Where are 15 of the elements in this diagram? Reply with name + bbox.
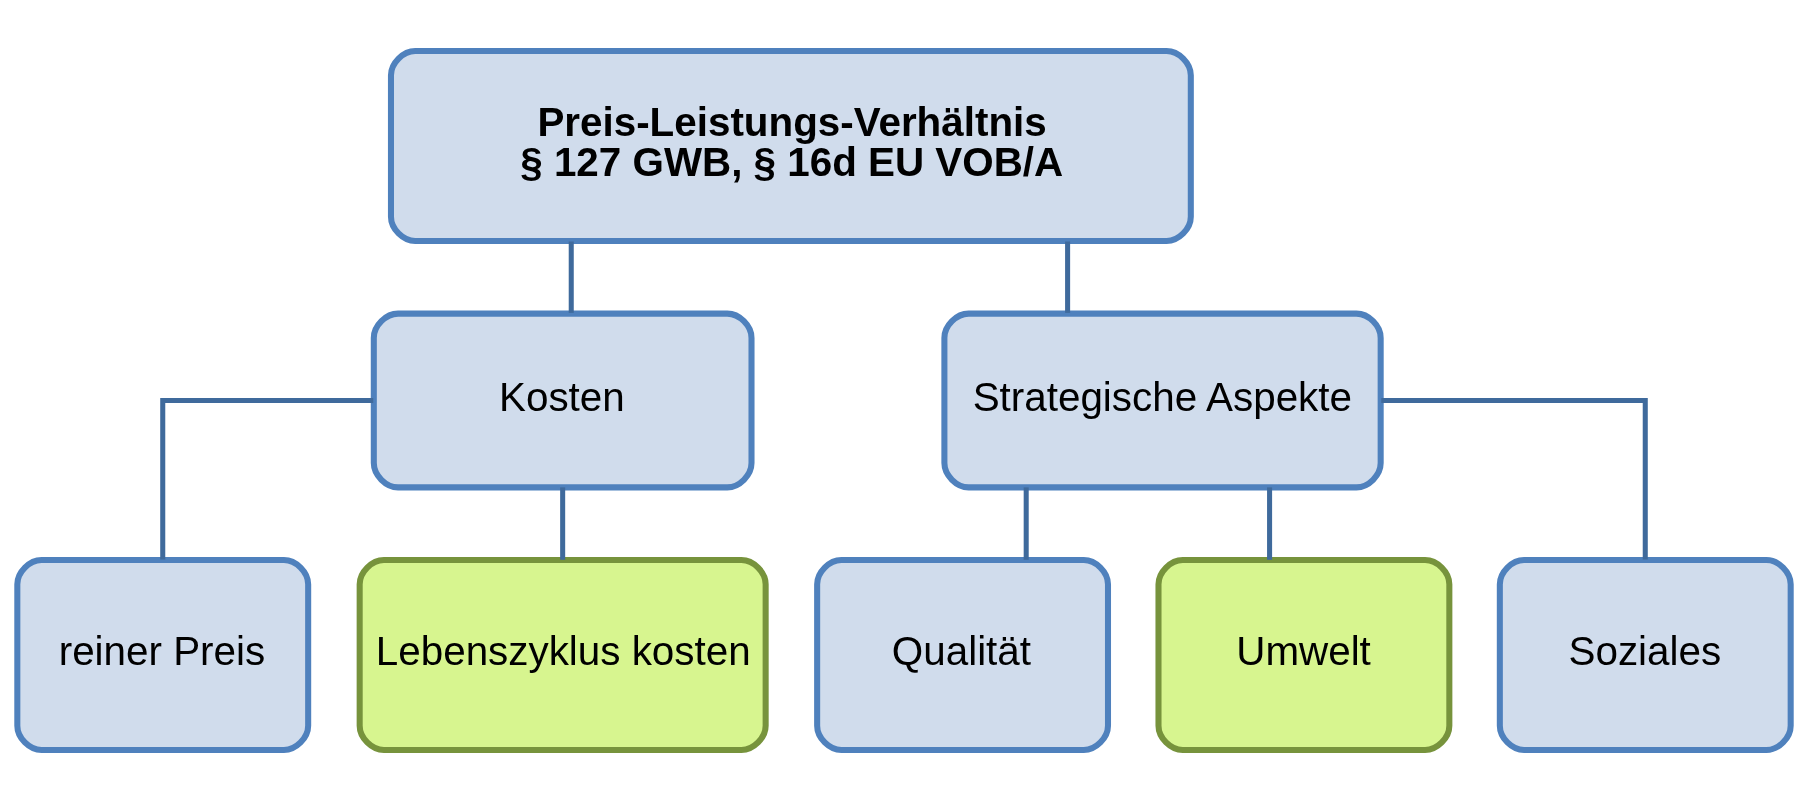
- node-box: Lebenszyklus kosten: [356, 556, 769, 753]
- node-box: Umwelt: [1155, 556, 1453, 753]
- connector: [1065, 241, 1071, 313]
- node-box: reiner Preis: [14, 556, 312, 753]
- connector: [1023, 486, 1029, 560]
- node-box: Soziales: [1496, 556, 1794, 753]
- node-box: Strategische Aspekte: [941, 310, 1384, 490]
- connector: [560, 486, 566, 560]
- connector: [1381, 397, 1648, 559]
- node-box: Preis-Leistungs-Verhältnis § 127 GWB, § 16d EU VOB/A: [387, 47, 1194, 244]
- node-box: Kosten: [370, 310, 755, 490]
- node-box: Qualität: [814, 556, 1112, 753]
- connector: [160, 397, 374, 559]
- connector: [1267, 486, 1273, 560]
- connector: [568, 241, 574, 313]
